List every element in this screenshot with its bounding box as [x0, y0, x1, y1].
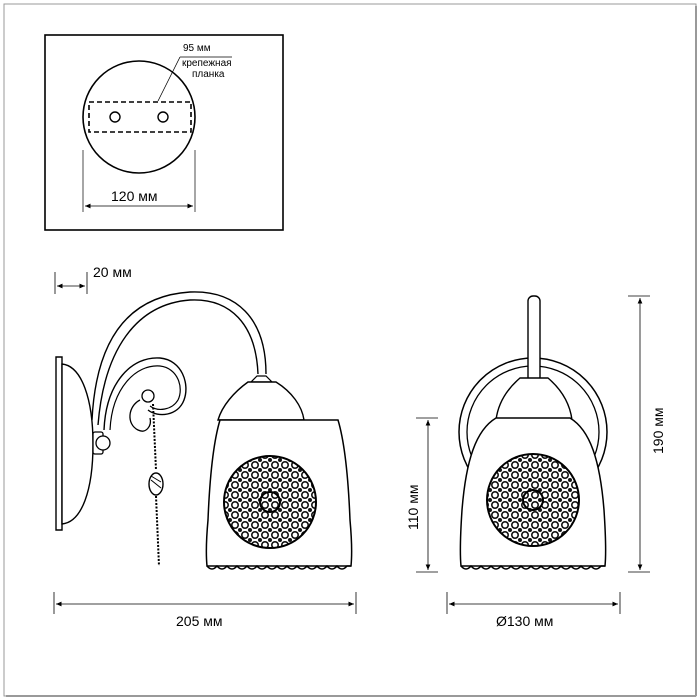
pull-chain-upper: [152, 403, 157, 471]
side-medallion-center: [259, 491, 281, 513]
side-view: [53, 272, 357, 614]
plate-label-pointer: [157, 56, 181, 102]
wall-base-circle: [82, 60, 196, 174]
scroll-curl: [129, 399, 152, 432]
outer-border: [3, 3, 697, 697]
side-shade-lace-medallion: [223, 455, 317, 549]
screw-hole-right: [157, 111, 169, 123]
front-shade-scalloped-edge: [460, 564, 605, 570]
front-lamp-holder: [495, 377, 573, 421]
mount-plate-frame: [44, 34, 284, 231]
front-view: [416, 295, 650, 614]
mount-plate-panel: [44, 34, 284, 231]
holder-top-ring: [249, 375, 274, 383]
base-width-label: 120 мм: [111, 188, 158, 204]
shade-height-label: 110 мм: [405, 485, 421, 530]
plate-name-line2: планка: [192, 69, 225, 80]
front-medallion-center: [522, 489, 544, 511]
main-arm-outer: [91, 291, 267, 421]
lamp-holder-cup: [217, 381, 305, 421]
total-height-label: 190 мм: [650, 408, 666, 455]
shade-diameter-label: Ø130 мм: [496, 613, 553, 629]
scroll-inner: [109, 365, 181, 431]
front-shade-lace-medallion: [486, 453, 580, 547]
mounting-bracket: [88, 101, 192, 133]
plate-width-label: 95 мм: [183, 43, 211, 54]
pull-chain-lower: [155, 495, 160, 567]
pull-chain-bead-stripe: [150, 475, 162, 483]
wall-base-cup: [61, 363, 94, 525]
main-arm-inner: [97, 299, 259, 426]
outer-border-shadow: [6, 6, 697, 697]
switch-knob: [95, 435, 111, 451]
front-stem: [527, 295, 541, 383]
scroll-outer: [103, 357, 187, 431]
side-shade-scalloped-edge: [206, 564, 351, 570]
pull-chain-bead-stripe: [150, 479, 162, 489]
screw-hole-left: [109, 111, 121, 123]
scroll-end-ball: [141, 389, 155, 403]
plate-name-line1: крепежная: [182, 58, 232, 69]
arm-offset-label: 20 мм: [93, 264, 132, 280]
wall-base-back: [55, 356, 63, 531]
total-depth-label: 205 мм: [176, 613, 223, 629]
